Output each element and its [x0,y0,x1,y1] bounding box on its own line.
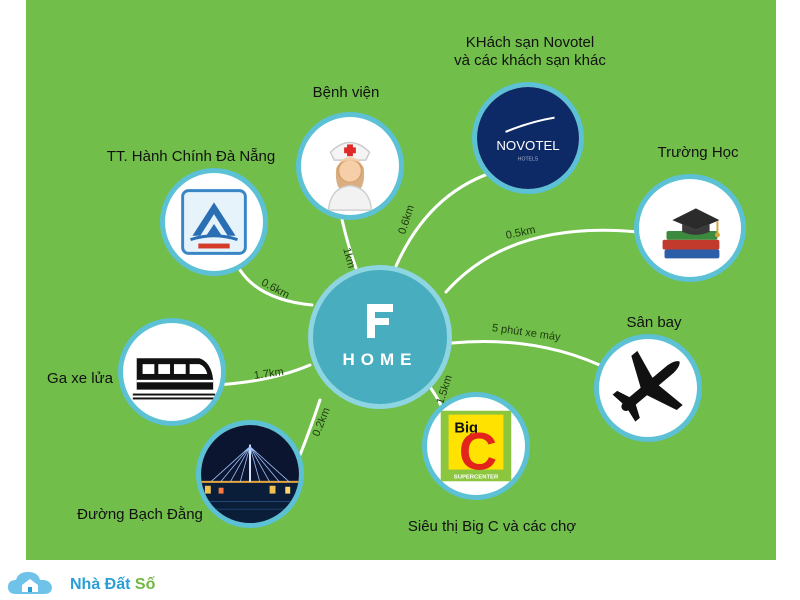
node-market: Big C SUPERCENTER [422,392,530,500]
watermark-text: Nhà Đất Số [70,576,155,594]
node-hotel: NOVOTEL HOTELS [472,82,584,194]
label-school: Trường Học [657,144,739,161]
node-train [118,318,226,426]
node-airport [594,334,702,442]
label-hotel-line1: KHách sạn Novotel [465,34,595,51]
hub-home-text: HOME [342,350,418,369]
link-airport [450,340,612,372]
bigc-big-text: Big [454,420,478,436]
label-admin: TT. Hành Chính Đà Nẵng [106,148,276,165]
label-market: Siêu thị Big C và các chợ [407,518,577,535]
house-cloud-icon [8,572,52,594]
bigc-c-letter: C [459,423,497,482]
node-school [634,174,746,282]
watermark-text-b: Số [134,576,156,593]
link-street [298,398,322,457]
node-street [196,420,304,528]
nurse-icon [327,141,373,211]
label-hotel: KHách sạn Novotel và các khách sạn khác [440,34,620,70]
link-train [213,363,312,387]
novotel-logo: NOVOTEL HOTELS [477,87,579,189]
bigc-supercenter-text: SUPERCENTER [454,474,499,480]
novotel-subtext: HOTELS [518,156,539,162]
graduation-books-icon [662,208,720,259]
train-icon [132,358,216,400]
fhome-logo-icon [313,300,447,345]
label-train: Ga xe lửa [47,370,113,387]
airplane-icon [612,350,683,422]
label-hotel-line2: và các khách sạn khác [454,52,606,69]
link-hotel [394,168,502,268]
watermark: Nhà Đất Số [6,570,166,598]
label-airport: Sân bay [626,314,682,331]
label-street: Đường Bạch Đằng [77,506,203,523]
bigc-logo: Big C SUPERCENTER [440,410,512,482]
watermark-text-a: Nhà Đất [70,576,131,593]
link-school [444,228,640,294]
label-hospital: Bệnh viện [312,84,380,101]
home-hub: HOME [308,265,452,409]
link-admin [238,268,314,307]
danang-emblem [181,189,247,255]
node-hospital [296,112,404,220]
novotel-wordmark: NOVOTEL [496,138,559,153]
bridge-night-photo [201,425,299,523]
node-admin [160,168,268,276]
